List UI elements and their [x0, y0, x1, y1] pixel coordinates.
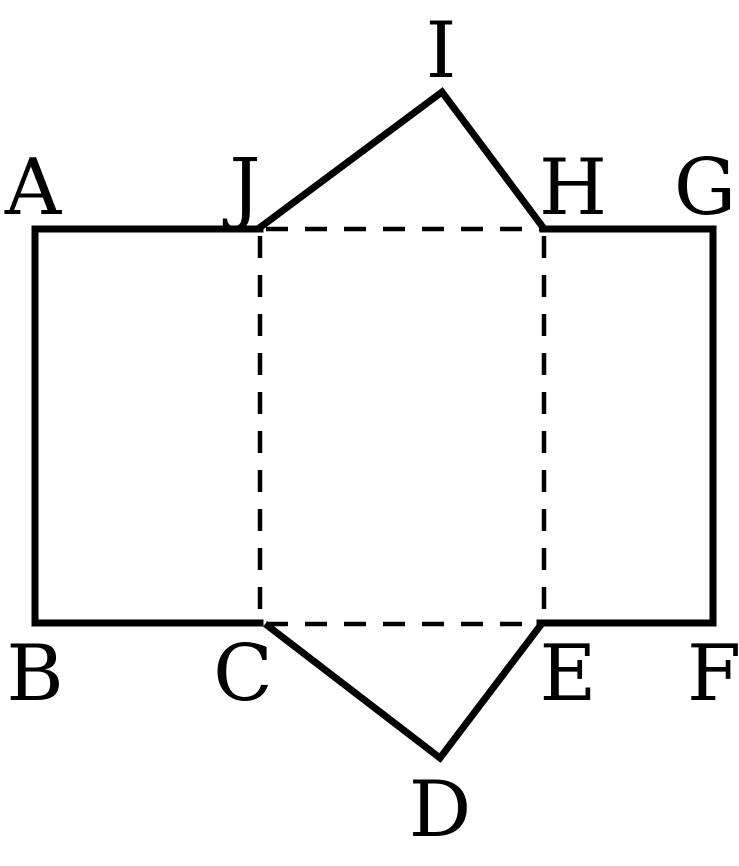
edge-c-d-e [263, 621, 545, 763]
edge-h-i-j [257, 87, 547, 231]
vertex-label-i: I [426, 6, 457, 96]
vertex-label-e: E [540, 629, 597, 719]
vertex-label-j: J [222, 143, 260, 233]
edge-e-f-g-h [536, 225, 717, 627]
vertex-label-b: B [6, 629, 63, 719]
edge-j-a-b-c [31, 225, 264, 627]
vertex-label-f: F [687, 629, 739, 719]
vertex-label-c: C [213, 629, 273, 719]
vertex-label-h: H [539, 143, 607, 233]
vertex-label-g: G [674, 143, 736, 233]
vertex-label-a: A [4, 143, 63, 233]
vertex-label-d: D [409, 765, 472, 855]
